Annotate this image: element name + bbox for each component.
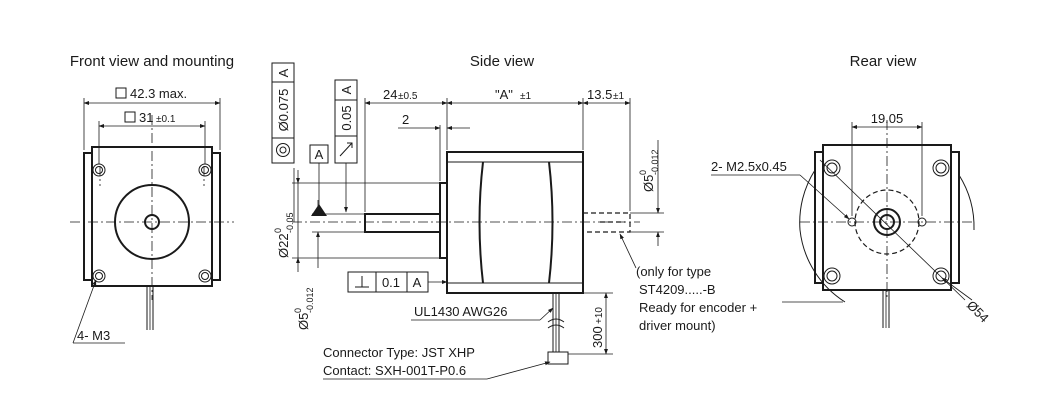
gdt-runout-tol: 0.05 xyxy=(339,105,354,130)
side-cable xyxy=(547,293,569,365)
leader-screw xyxy=(72,279,97,344)
gdt-runout-frame: A 0.05 xyxy=(334,79,358,164)
side-body xyxy=(446,151,584,294)
side-rear-shaft xyxy=(583,212,631,233)
square-symbol-icon xyxy=(124,111,136,123)
dim-cable-len-tol: +10 xyxy=(594,307,605,324)
rear-mount-hole-tr xyxy=(932,159,950,177)
dim-cable-text: 300 +10 xyxy=(590,307,605,348)
dim-rear-shaft-tol: ±1 xyxy=(613,91,624,102)
runout-arrow-icon xyxy=(339,142,353,157)
rear-view-title: Rear view xyxy=(850,53,917,70)
cable-label: UL1430 AWG26 xyxy=(414,304,507,319)
dim-outer-label: 42.3 max. xyxy=(130,86,187,101)
dim-line-circle xyxy=(941,277,973,301)
dim-circle-label: Ø54 xyxy=(964,298,992,326)
rear-circle-arc xyxy=(958,174,975,231)
dim-pilot-up: 0 xyxy=(273,228,283,233)
front-view: Front view and mounting xyxy=(70,53,234,344)
dim-pilot-lo: -0.05 xyxy=(285,212,295,233)
gdt-perpendicularity-frame: 0.1 A xyxy=(347,271,429,293)
screw-label: 4- M3 xyxy=(77,328,110,343)
dim-shaft-dia: Ø5 xyxy=(296,313,311,330)
dim-rear-shaft: 13.5 xyxy=(587,87,612,102)
concentricity-icon xyxy=(276,143,290,157)
dim-shaft-up: 0 xyxy=(293,308,303,313)
dim-hole-tol: ±0.1 xyxy=(156,114,176,125)
front-view-title: Front view and mounting xyxy=(70,53,234,70)
note-line: Ready for encoder + xyxy=(639,300,757,315)
side-pilot xyxy=(439,182,448,259)
gdt-runout-ref: A xyxy=(339,85,354,94)
gdt-concentric-tol: Ø0.075 xyxy=(276,89,291,132)
front-flange-left xyxy=(83,152,92,281)
note-line: driver mount) xyxy=(639,318,716,333)
front-mount-hole-br xyxy=(198,269,212,283)
datum-label: A xyxy=(315,147,324,162)
dim-shaft-text: Ø5 0 -0.012 xyxy=(293,287,315,330)
leader-note xyxy=(619,233,637,269)
side-body-stator xyxy=(548,161,554,284)
rear-shaft-inner xyxy=(879,214,895,230)
gdt-perp-tol: 0.1 xyxy=(382,275,400,290)
connector-type: Connector Type: JST XHP xyxy=(323,345,475,360)
front-mount-hole-tl xyxy=(92,163,106,177)
rear-flange-left xyxy=(814,151,823,284)
square-symbol-icon xyxy=(115,87,127,99)
dim-rear-text: Ø5 0 -0.012 xyxy=(638,149,660,192)
rear-flange-right xyxy=(951,151,960,284)
dim-pilot-dia: Ø22 xyxy=(276,233,291,258)
rear-view: Rear view xyxy=(711,53,992,328)
connector xyxy=(547,351,569,365)
front-flange-right xyxy=(212,152,221,281)
dim-cable-len: 300 xyxy=(590,326,605,348)
dim-rear-up: 0 xyxy=(638,170,648,175)
note-line: ST4209.....-B xyxy=(639,282,716,297)
side-body-stator xyxy=(478,161,484,284)
dim-body-len: "A" xyxy=(495,87,513,102)
front-mount-hole-tr xyxy=(198,163,212,177)
dim-hole-label: 31 xyxy=(139,110,153,125)
perpendicular-icon xyxy=(355,276,369,288)
front-mount-hole-bl xyxy=(92,269,106,283)
rear-housing xyxy=(822,144,952,291)
front-shaft-circle xyxy=(144,214,160,230)
leader-cable xyxy=(539,307,554,321)
leader-connector xyxy=(486,361,551,380)
thread-label: 2- M2.5x0.45 xyxy=(711,159,787,174)
rear-circle-arc xyxy=(799,169,846,303)
note-line: (only for type xyxy=(636,264,711,279)
rear-diagonal xyxy=(819,159,966,301)
dim-shaft-lo: -0.012 xyxy=(305,287,315,313)
side-front-shaft xyxy=(364,213,441,233)
rear-mount-hole-bl xyxy=(823,267,841,285)
leader-thread xyxy=(799,174,850,220)
dim-rear-lo: -0.012 xyxy=(650,149,660,175)
dim-holes-label: 19.05 xyxy=(871,111,904,126)
rear-shaft-outer xyxy=(873,208,901,236)
dim-flange: 2 xyxy=(402,112,409,127)
dim-shaft-len-tol: ±0.5 xyxy=(398,91,418,102)
front-pilot-circle xyxy=(114,184,190,260)
rear-mount-hole-tl xyxy=(823,159,841,177)
rear-thread-hole xyxy=(917,217,927,227)
dim-pilot-text: Ø22 0 -0.05 xyxy=(273,212,295,258)
front-housing xyxy=(91,146,213,287)
gdt-perp-ref: A xyxy=(413,275,422,290)
side-view: Side view 24 ±0.5 "A" ±1 13.5 ±1 xyxy=(271,53,757,380)
dim-body-len-tol: ±1 xyxy=(520,91,531,102)
side-view-title: Side view xyxy=(470,53,534,70)
rear-thread-hole xyxy=(847,217,857,227)
dim-shaft-len: 24 xyxy=(383,87,397,102)
gdt-concentricity-frame: A Ø0.075 xyxy=(271,62,295,164)
dim-rear-dia: Ø5 xyxy=(641,175,656,192)
rear-mount-hole-br xyxy=(932,267,950,285)
connector-contact: Contact: SXH-001T-P0.6 xyxy=(323,363,466,378)
gdt-concentric-ref: A xyxy=(276,68,291,77)
